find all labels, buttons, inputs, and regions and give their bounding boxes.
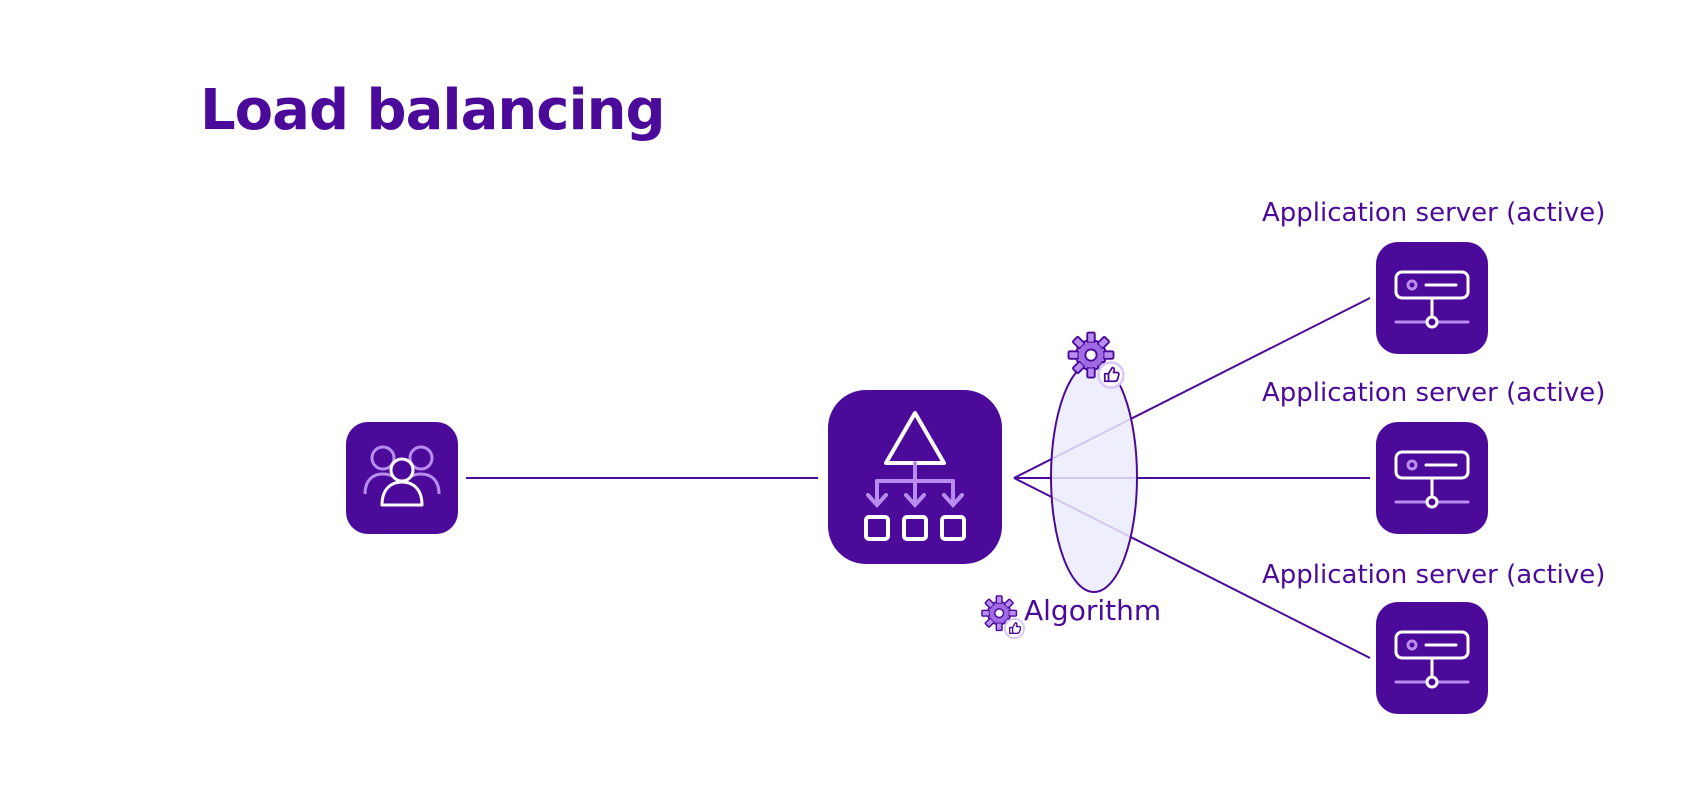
page-title: Load balancing [200, 78, 666, 143]
server-label-2: Application server (active) [1262, 378, 1606, 408]
gear-thumbs-up-icon [980, 594, 1026, 640]
users-group-icon [346, 422, 458, 534]
algorithm-ellipse [1050, 361, 1138, 593]
server-label-1: Application server (active) [1262, 198, 1606, 228]
server-icon [1376, 602, 1488, 714]
server-icon [1376, 242, 1488, 354]
server-icon [1376, 422, 1488, 534]
server-label-3: Application server (active) [1262, 560, 1606, 590]
algorithm-label: Algorithm [1024, 594, 1162, 627]
load-balancer-icon [828, 390, 1002, 564]
